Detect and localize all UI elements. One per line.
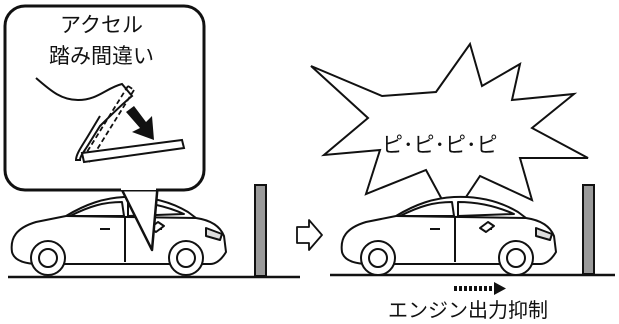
dotted-right-arrow-icon [454,282,506,295]
engine-output-suppression-label: エンジン出力抑制 [388,298,548,322]
warning-sound-text: ピ･ピ･ピ･ピ [382,133,498,157]
right-outline-arrow-icon [297,220,322,250]
car-left [12,197,226,275]
warning-starburst [311,44,588,218]
wall-post-right [583,185,594,274]
wall-post-left [255,185,266,276]
right-scene: ピ･ピ･ピ･ピ [311,44,615,322]
callout-text-line2: 踏み間違い [49,44,154,68]
car-right [342,197,556,275]
callout-text-line1: アクセル [60,13,143,37]
left-scene: アクセル 踏み間違い [5,6,300,277]
